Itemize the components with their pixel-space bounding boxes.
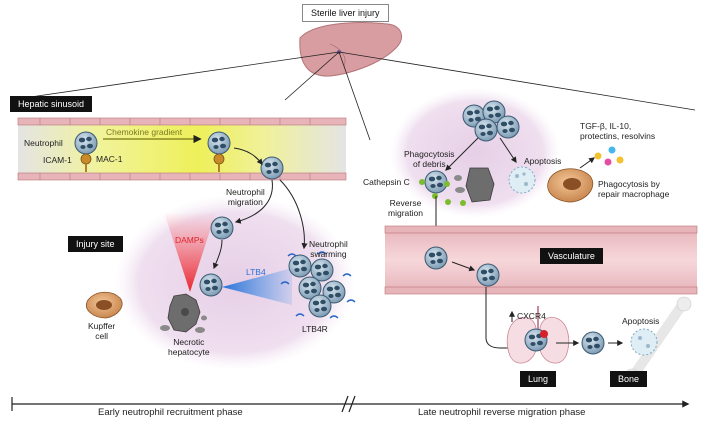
- lung-label: Lung: [520, 371, 557, 387]
- cathepsin-dot: [419, 179, 425, 185]
- repair-macrophage: [547, 168, 594, 203]
- damps-label: DAMPs: [175, 235, 204, 245]
- necrotic-label: Necrotic hepatocyte: [168, 337, 210, 357]
- vasculature-label: Vasculature: [540, 248, 603, 264]
- cxcr4-receptor: [540, 330, 548, 338]
- neutrophil-cell: [260, 156, 284, 180]
- icam-mac-adhesion: [80, 153, 92, 165]
- cxcr4-label: CXCR4: [517, 311, 546, 321]
- neutrophil-cell: [199, 273, 223, 297]
- necrotic-hepatocyte: [160, 293, 207, 333]
- apoptosis-label: Apoptosis: [524, 156, 562, 166]
- hepatic-sinusoid-vessel: [17, 117, 347, 181]
- cathepsin-dots: [432, 181, 466, 206]
- ltb4-gradient: [222, 268, 292, 305]
- debris: [454, 167, 495, 203]
- injury-site-label: Injury site: [68, 236, 123, 252]
- ltb4-label: LTB4: [246, 267, 266, 277]
- title-label: Sterile liver injury: [302, 4, 389, 22]
- apoptotic-neutrophil: [508, 166, 536, 194]
- neutrophil-cell: [424, 246, 448, 270]
- phagocytosis-repair-label: Phagocytosis by repair macrophage: [598, 179, 670, 199]
- cathepsin-label: Cathepsin C: [363, 177, 410, 187]
- neutrophil-swarm: [280, 251, 356, 319]
- mac-label: MAC-1: [96, 154, 123, 164]
- migration-label: Neutrophil migration: [226, 187, 265, 207]
- icam-label: ICAM-1: [43, 155, 72, 165]
- swarming-label: Neutrophil swarming: [309, 239, 348, 259]
- ltb4r-label: LTB4R: [302, 324, 328, 334]
- hepatic-sinusoid-label: Hepatic sinusoid: [10, 96, 93, 112]
- early-phase-label: Early neutrophil recruitment phase: [98, 407, 243, 418]
- tgf-label: TGF-β, IL-10, protectins, resolvins: [580, 121, 656, 141]
- projection-lines: [9, 51, 696, 141]
- neutrophil-cell: [74, 131, 98, 155]
- chemokine-gradient-label: Chemokine gradient: [106, 127, 183, 137]
- liver-illustration: [299, 22, 403, 77]
- reverse-migration-label: Reverse migration: [388, 198, 423, 218]
- kupffer-label: Kupffer cell: [88, 321, 116, 341]
- neutrophil-label: Neutrophil: [24, 138, 63, 148]
- damps-gradient: [164, 212, 216, 292]
- phagocytosis-debris-label: Phagocytosis of debris: [404, 149, 455, 169]
- lung-illustration: [506, 306, 570, 364]
- apoptotic-neutrophil-bone: [630, 328, 658, 356]
- late-phase-label: Late neutrophil reverse migration phase: [418, 407, 586, 418]
- neutrophil-cell: [581, 331, 605, 355]
- neutrophil-cell: [476, 263, 500, 287]
- kupffer-cell: [86, 291, 123, 319]
- bone-label: Bone: [610, 371, 648, 387]
- neutrophil-cell: [424, 170, 448, 194]
- neutrophil-cell: [207, 131, 231, 155]
- resolution-mediator-dots: [594, 146, 624, 166]
- neutrophil-cell: [210, 216, 234, 240]
- apoptosis-bone-label: Apoptosis: [622, 316, 660, 326]
- timeline-axis: [11, 395, 690, 413]
